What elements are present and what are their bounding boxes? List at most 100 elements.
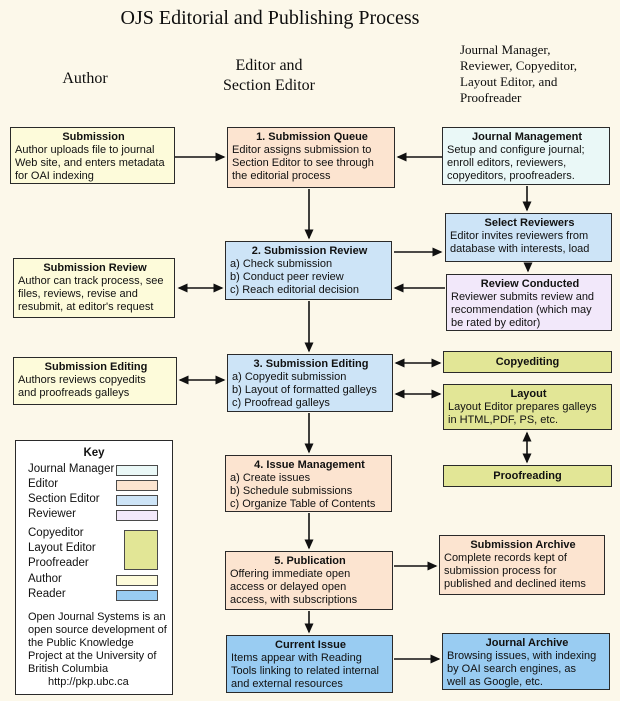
box-submission-editing-left: Submission Editing Authors reviews copye… <box>13 357 177 405</box>
box-title: 1. Submission Queue <box>256 131 368 143</box>
key-title: Key <box>83 447 105 459</box>
box-submission-editing-mid: 3. Submission Editing a) Copyedit submis… <box>227 354 393 412</box>
column-header-author: Author <box>62 70 108 87</box>
text-line: b) Schedule submissions <box>230 485 353 497</box>
text-line: b) Conduct peer review <box>230 271 344 283</box>
key-swatch-section-editor <box>116 495 158 506</box>
text-line: Layout Editor prepares galleys <box>448 401 597 413</box>
text-line: Author can track process, see <box>18 275 164 287</box>
text-line: British Columbia <box>28 663 109 675</box>
text-line: Project at the University of <box>28 650 157 662</box>
text-line: enroll editors, reviewers, <box>447 157 567 169</box>
text-line: c) Organize Table of Contents <box>230 498 376 510</box>
key-swatch-journal-manager <box>116 465 158 476</box>
text-line: Section Editor to see through <box>232 157 374 169</box>
box-submission: Submission Author uploads file to journa… <box>10 127 175 184</box>
box-submission-review-mid: 2. Submission Review a) Check submission… <box>225 241 392 300</box>
box-title: Copyediting <box>495 355 560 368</box>
text-line: Reviewer submits review and <box>451 291 595 303</box>
text-line: Section Editor <box>223 77 315 94</box>
key-swatch-editor <box>116 480 158 491</box>
text-line: Complete records kept of <box>444 552 567 564</box>
box-title: 2. Submission Review <box>251 245 368 257</box>
box-submission-archive: Submission Archive Complete records kept… <box>439 535 605 595</box>
text-line: Open Journal Systems is an <box>28 611 166 623</box>
text-line: b) Layout of formatted galleys <box>232 384 377 396</box>
text-line: Journal Manager, <box>460 42 551 57</box>
box-body: Setup and configure journal;enroll edito… <box>447 144 607 183</box>
text-line: the editorial process <box>232 170 331 182</box>
box-title: Submission Archive <box>470 539 576 551</box>
legend-key: Key Journal Manager Editor Section Edito… <box>15 440 173 695</box>
text-line: resubmit, at editor's request <box>18 301 154 313</box>
text-line: Layout Editor, and <box>460 74 558 89</box>
text-line: a) Create issues <box>230 472 311 484</box>
text-line: recommendation (which may <box>451 304 592 316</box>
box-copyediting: Copyediting <box>443 351 612 373</box>
text-line: open source development of <box>28 624 167 636</box>
text-line: access, with subscriptions <box>230 594 358 606</box>
text-line: and external resources <box>231 678 343 690</box>
box-title: 4. Issue Management <box>254 459 365 471</box>
key-label-layout-editor: Layout Editor <box>28 542 96 554</box>
key-swatch-copyeditor-layout-proofreader <box>124 530 158 570</box>
text-line: the Public Knowledge <box>28 637 134 649</box>
text-line: Reviewer, Copyeditor, <box>460 58 578 73</box>
box-title: Submission <box>62 131 125 143</box>
text-line: and proofreads galleys <box>18 387 130 399</box>
text-line: Editor assigns submission to <box>232 144 372 156</box>
box-proofreading: Proofreading <box>443 465 612 487</box>
text-line: database with interests, load <box>450 243 590 255</box>
box-title: Layout <box>510 388 547 400</box>
text-line: Web site, and enters metadata <box>15 157 165 169</box>
text-line: access or delayed open <box>230 581 347 593</box>
text-line: Browsing issues, with indexing <box>447 650 597 662</box>
text-line: copyeditors, proofreaders. <box>447 170 575 182</box>
box-title: Proofreading <box>493 469 562 482</box>
box-submission-queue: 1. Submission Queue Editor assigns submi… <box>227 127 395 188</box>
box-title: 3. Submission Editing <box>253 358 369 370</box>
box-title: Journal Management <box>471 131 583 143</box>
key-label-journal-manager: Journal Manager <box>28 463 115 475</box>
text-line: a) Copyedit submission <box>232 371 347 383</box>
box-title: Current Issue <box>275 639 346 651</box>
key-label-author: Author <box>28 573 62 585</box>
box-title: Submission Review <box>43 262 147 274</box>
text-line: submission process for <box>444 565 557 577</box>
box-title: 5. Publication <box>274 555 346 567</box>
box-title: Journal Archive <box>485 637 569 649</box>
text-line: Setup and configure journal; <box>447 144 585 156</box>
key-label-copyeditor: Copyeditor <box>28 527 84 539</box>
key-url: http://pkp.ubc.ca <box>48 676 129 688</box>
text-line: c) Reach editorial decision <box>230 284 360 296</box>
box-title: Select Reviewers <box>484 217 575 229</box>
text-line: be rated by editor) <box>451 317 541 329</box>
text-line: Items appear with Reading <box>231 652 362 664</box>
text-line: by OAI search engines, as <box>447 663 577 675</box>
text-line: well as Google, etc. <box>447 676 543 688</box>
box-submission-review-left: Submission Review Author can track proce… <box>13 258 175 318</box>
key-label-editor: Editor <box>28 478 59 490</box>
key-label-proofreader: Proofreader <box>28 557 89 569</box>
key-swatch-reviewer <box>116 510 158 521</box>
text-line: in HTML,PDF, PS, etc. <box>448 414 559 426</box>
box-title: Review Conducted <box>480 278 580 290</box>
key-swatch-author <box>116 575 158 586</box>
text-line: Editor and <box>235 57 303 74</box>
